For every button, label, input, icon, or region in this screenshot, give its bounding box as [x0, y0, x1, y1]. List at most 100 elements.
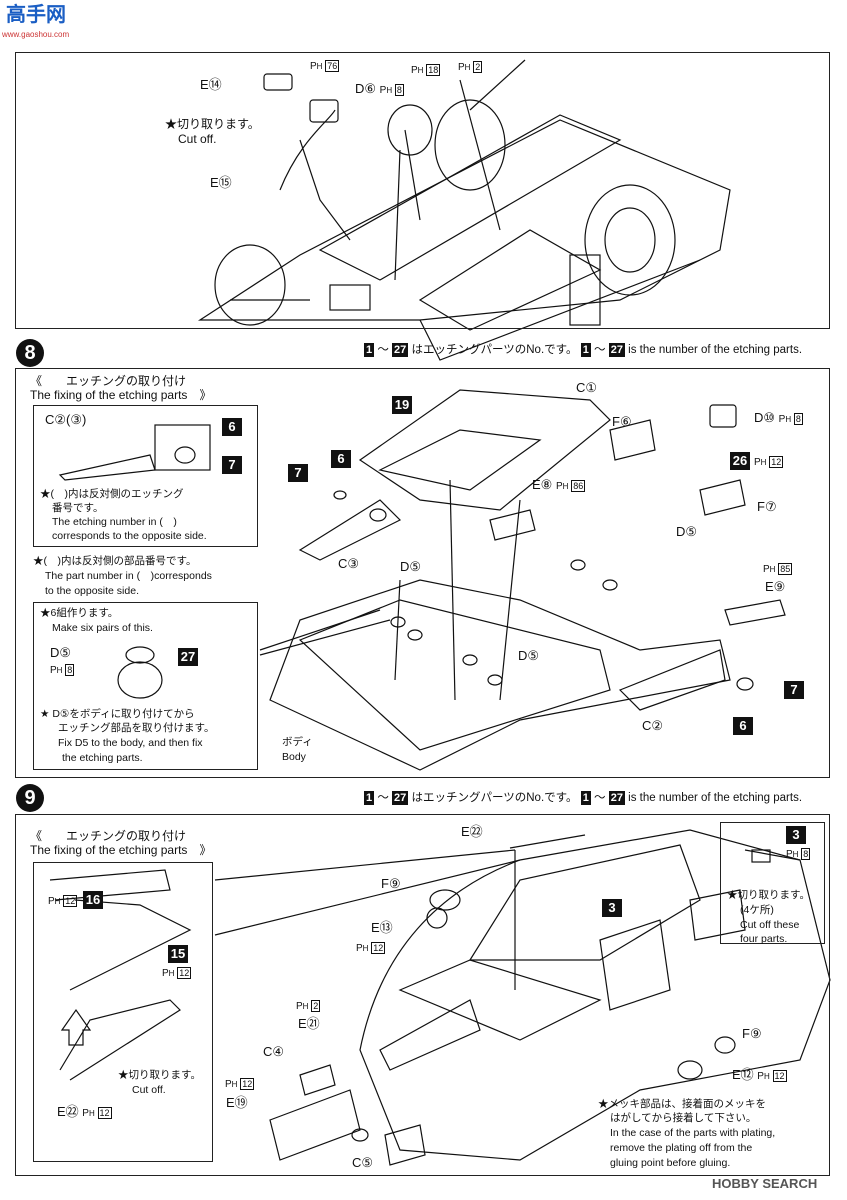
ph-12-e12-num: 12	[772, 1070, 787, 1082]
fix-jp-b: エッチング部品を取り付けます。	[58, 722, 215, 734]
etching9-title-jp: 《 エッチングの取り付け	[30, 829, 187, 843]
label-f6: F⑥	[612, 414, 632, 429]
ph-12-26: PH 12	[754, 456, 784, 468]
note2-jp: ★( )内は反対側の部品番号です。	[33, 555, 197, 567]
etching9-title-jp-text: エッチングの取り付け	[66, 829, 187, 843]
plating-en-a: In the case of the parts with plating,	[610, 1127, 776, 1139]
range9-from-2: 1	[580, 791, 591, 805]
ph-12-26-num: 12	[769, 456, 784, 468]
badge-16: 16	[83, 891, 103, 909]
label-f9-b: F⑨	[742, 1026, 762, 1041]
body-jp: ボディ	[282, 736, 313, 748]
ph-12-a: PH 12	[48, 895, 78, 907]
step8-body-drawing	[58, 389, 786, 771]
ph-12-b-num: 12	[177, 967, 192, 979]
cut4-en-a: Cut off these	[740, 919, 800, 931]
ph-12-e19-num: 12	[240, 1078, 255, 1090]
label-e12-text: E⑫	[732, 1067, 754, 1082]
badge-7-a: 7	[288, 464, 308, 482]
etching-inset-8	[33, 405, 258, 547]
ph-8-inset9: PH 8	[786, 848, 811, 860]
note1-en-a: The etching number in ( )	[52, 516, 177, 528]
label-e22: E㉒	[461, 824, 483, 839]
ph-8-inset9-num: 8	[801, 848, 811, 860]
ph-8-d10: 8	[793, 413, 803, 425]
note1-jp-a: ★( )内は反対側のエッチング	[40, 488, 184, 500]
ph-76: PH 76	[310, 60, 340, 72]
range-from-2: 1	[580, 343, 591, 357]
label-f9-a: F⑨	[381, 876, 401, 891]
ph-18: PH 18	[411, 64, 441, 76]
label-e22-inset: E㉒ PH 12	[57, 1104, 112, 1119]
ph-2-e21: PH 2	[296, 1000, 321, 1012]
plating-jp-b: はがしてから接着して下さい。	[610, 1112, 757, 1124]
label-d10-text: D⑩	[754, 410, 776, 425]
badge-6-a: 6	[331, 450, 351, 468]
plating-en-b: remove the plating off from the	[610, 1142, 753, 1154]
label-c2-3: C②(③)	[45, 412, 87, 427]
header-en: is the number of the etching parts.	[628, 344, 803, 356]
badge-15: 15	[168, 945, 188, 963]
etching9-title-en: The fixing of the etching parts 》	[30, 843, 212, 857]
cut4-en-b: four parts.	[740, 933, 788, 945]
label-d5-left: D⑤	[400, 559, 422, 574]
ph-12-e13-num: 12	[371, 942, 386, 954]
cut4-inset	[720, 822, 825, 944]
label-e19: E⑲	[226, 1095, 248, 1110]
label-e14-text: E⑭	[200, 77, 222, 92]
range9-from: 1	[364, 791, 375, 805]
label-e8: E⑧ PH 86	[532, 477, 586, 492]
label-d6-text: D⑥	[355, 81, 377, 96]
note2-en-b: to the opposite side.	[45, 585, 139, 597]
cut-note-jp: ★切り取ります。	[165, 117, 260, 131]
ph-8-inset-num: 8	[65, 664, 75, 676]
site-logo-text: 高手网	[6, 4, 66, 26]
label-c2: C②	[642, 718, 664, 733]
header9-jp: はエッチングパーツのNo.です。	[411, 792, 578, 804]
ph-12-b: PH 12	[162, 967, 192, 979]
range9-to-2: 27	[608, 791, 625, 805]
badge-27: 27	[178, 648, 198, 666]
ph-85-num: 85	[778, 563, 793, 575]
note1-en-b: corresponds to the opposite side.	[52, 530, 207, 542]
etching-title-jp-text: エッチングの取り付け	[66, 374, 187, 388]
ph-2: PH 2	[458, 61, 483, 73]
cut9-jp: ★切り取ります。	[118, 1069, 201, 1081]
ph-12-a-num: 12	[63, 895, 78, 907]
ph-2-num: 2	[473, 61, 483, 73]
ph-18-num: 18	[426, 64, 441, 76]
step9-number: 9	[16, 784, 44, 812]
etching-title-en: The fixing of the etching parts 》	[30, 388, 212, 402]
pairs-jp: ★6組作ります。	[40, 607, 119, 619]
site-logo: 高手网 www.gaoshou.com	[2, 2, 80, 42]
label-e9: E⑨	[765, 579, 786, 594]
label-e13: E⑬	[371, 920, 393, 935]
range9-to: 27	[392, 791, 409, 805]
header-jp: はエッチングパーツのNo.です。	[411, 344, 578, 356]
range-from: 1	[364, 343, 375, 357]
header9-en: is the number of the etching parts.	[628, 792, 803, 804]
ph-86-num: 86	[571, 480, 586, 492]
label-d5-right: D⑤	[676, 524, 698, 539]
fix-jp-a: ★ D⑤をボディに取り付けてから	[40, 708, 195, 720]
ph-85: PH 85	[763, 563, 793, 575]
label-c3: C③	[338, 556, 360, 571]
ph-76-num: 76	[325, 60, 340, 72]
step9-header: 1 ～ 27 はエッチングパーツのNo.です。 1 ～ 27 is the nu…	[364, 791, 803, 805]
plating-jp-a: ★メッキ部品は、接着面のメッキを	[598, 1098, 766, 1110]
step7-panel	[15, 52, 830, 329]
badge-7-b: 7	[784, 681, 804, 699]
label-e15: E⑮	[210, 175, 232, 190]
label-e12: E⑫ PH 12	[732, 1067, 787, 1082]
label-d6: D⑥ PH 8	[355, 81, 404, 96]
label-c5: C⑤	[352, 1155, 374, 1170]
site-logo-url: www.gaoshou.com	[2, 30, 70, 39]
ph-8-num: 8	[394, 84, 404, 96]
label-c4: C④	[263, 1044, 285, 1059]
pairs-en: Make six pairs of this.	[52, 622, 153, 634]
label-e8-text: E⑧	[532, 477, 553, 492]
ph-12-e19: PH 12	[225, 1078, 255, 1090]
callout-leader-8	[259, 619, 391, 656]
cut9-en: Cut off.	[132, 1084, 166, 1096]
